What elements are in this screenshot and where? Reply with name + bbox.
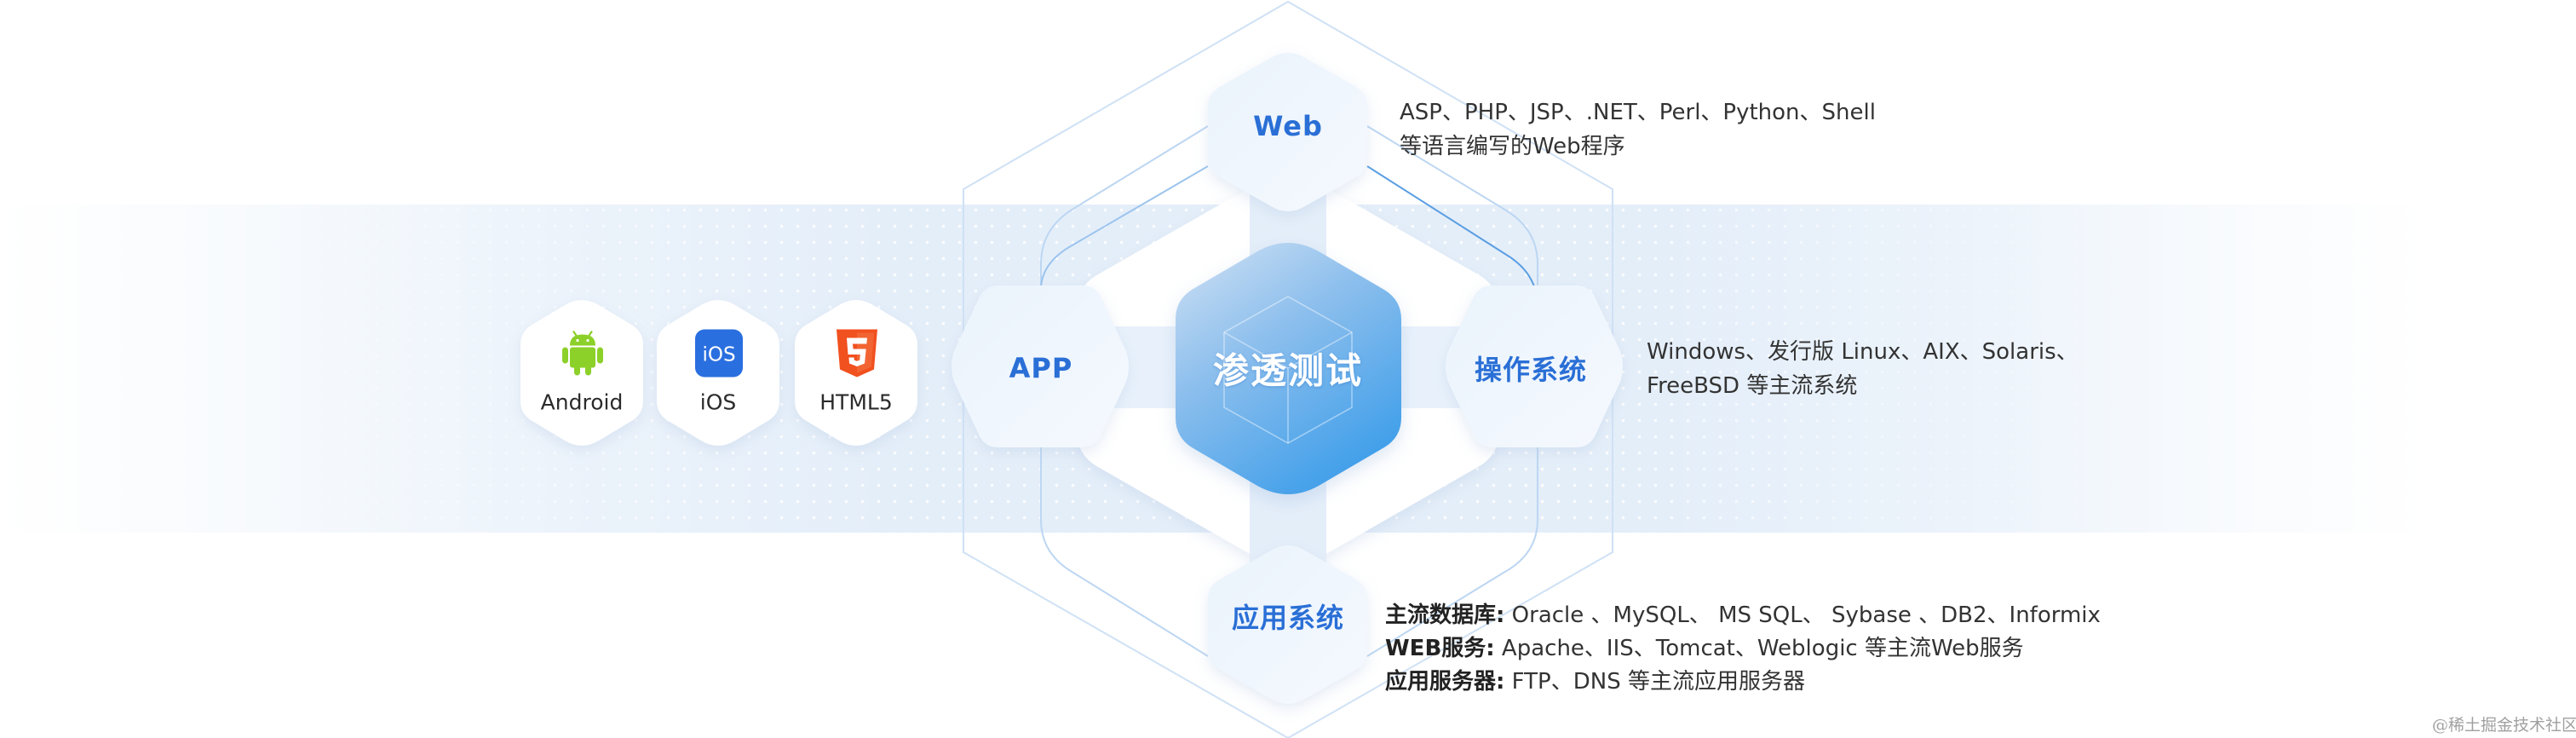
os-description: Windows、发行版 Linux、AIX、Solaris、 FreeBSD 等… [1647, 335, 2079, 403]
web-description: ASP、PHP、JSP、.NET、Perl、Python、Shell 等语言编写… [1400, 95, 1876, 164]
os-description-line: FreeBSD 等主流系统 [1647, 373, 1858, 399]
platform-html5: HTML5 [792, 298, 920, 447]
web-description-line: ASP、PHP、JSP、.NET、Perl、Python、Shell [1400, 100, 1876, 125]
app-node-label: APP [1009, 352, 1073, 384]
svg-text:iOS: iOS [702, 344, 735, 366]
app-node-shape [952, 285, 1129, 447]
appsys-node-shape [1208, 545, 1367, 704]
web-service-key: WEB服务: [1385, 636, 1495, 661]
database-key: 主流数据库: [1385, 603, 1505, 628]
web-description-line: 等语言编写的Web程序 [1400, 134, 1625, 159]
web-node-shape [1208, 53, 1367, 211]
center-label: 渗透测试 [1212, 349, 1364, 392]
platform-android: Android [518, 298, 646, 447]
android-icon [562, 330, 603, 376]
appsys-description-line: 应用服务器: FTP、DNS 等主流应用服务器 [1385, 666, 2101, 699]
center-hexagon [1176, 243, 1401, 494]
appsys-description-line: WEB服务: Apache、IIS、Tomcat、Weblogic 等主流Web… [1385, 632, 2101, 666]
appsys-node-label: 应用系统 [1231, 602, 1345, 634]
outer-hexagon-outline [963, 1, 1613, 738]
os-node-label: 操作系统 [1474, 354, 1588, 386]
web-node-label: Web [1253, 110, 1323, 142]
os-description-line: Windows、发行版 Linux、AIX、Solaris、 [1647, 339, 2079, 365]
platform-label: Android [540, 389, 624, 415]
web-service-value: Apache、IIS、Tomcat、Weblogic 等主流Web服务 [1494, 636, 2024, 661]
cube-wireframe-icon [1223, 296, 1353, 444]
database-value: Oracle 、MySQL、 MS SQL、 Sybase 、DB2、Infor… [1504, 603, 2101, 628]
appsys-description: 主流数据库: Oracle 、MySQL、 MS SQL、 Sybase 、DB… [1385, 599, 2101, 699]
app-server-value: FTP、DNS 等主流应用服务器 [1504, 669, 1805, 695]
os-node-shape [1446, 285, 1623, 447]
watermark: @稀土掘金技术社区 [2432, 716, 2576, 735]
html5-icon [837, 329, 877, 378]
ios-icon: iOS [695, 329, 743, 378]
platform-ios: iOS iOS [654, 298, 782, 447]
inner-connector-outline [1040, 125, 1209, 657]
app-server-key: 应用服务器: [1385, 669, 1505, 695]
platform-label: HTML5 [819, 389, 893, 415]
platform-label: iOS [699, 389, 737, 415]
appsys-description-line: 主流数据库: Oracle 、MySQL、 MS SQL、 Sybase 、DB… [1385, 599, 2101, 632]
